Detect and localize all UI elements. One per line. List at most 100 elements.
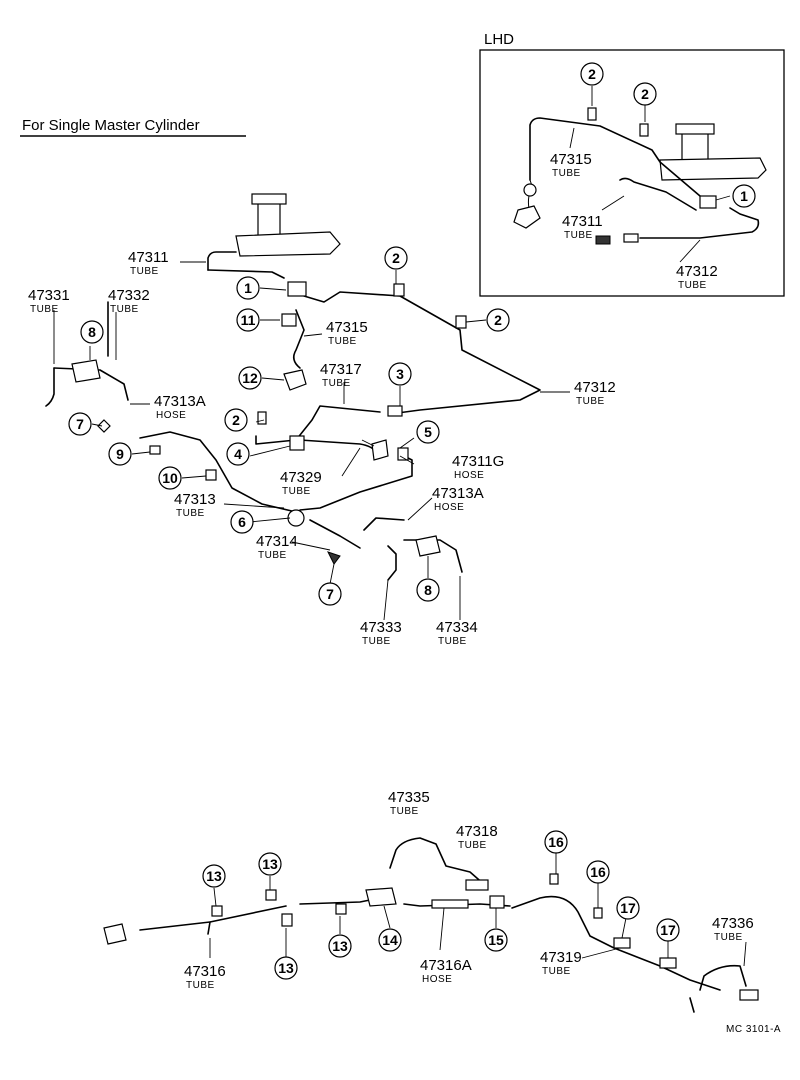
callout-c12 xyxy=(238,366,262,390)
callout-c13c xyxy=(328,934,352,958)
label-47313-desc: TUBE xyxy=(176,508,205,519)
label-47334-desc: TUBE xyxy=(438,636,467,647)
label-i47311-number: 47311 xyxy=(562,213,603,230)
label-47315-number: 47315 xyxy=(326,319,368,336)
callout-c16b-number: 16 xyxy=(590,864,606,880)
callout-c14 xyxy=(378,928,402,952)
callout-c3 xyxy=(388,362,412,386)
callout-c13a-number: 13 xyxy=(206,868,222,884)
callout-c2c xyxy=(224,408,248,432)
label-47311G-number: 47311G xyxy=(452,453,504,470)
label-47312-desc: TUBE xyxy=(576,396,605,407)
inset-frame xyxy=(479,49,785,297)
label-47316A-number: 47316A xyxy=(420,957,472,974)
callout-c15-number: 15 xyxy=(488,932,504,948)
label-47317-desc: TUBE xyxy=(322,378,351,389)
label-47311-number: 47311 xyxy=(128,249,169,266)
callout-c9-number: 9 xyxy=(116,446,124,462)
label-i47312-desc: TUBE xyxy=(678,280,707,291)
label-47334-number: 47334 xyxy=(436,619,478,636)
callout-c13a xyxy=(202,864,226,888)
callout-i2b-number: 2 xyxy=(641,86,649,102)
label-47332-desc: TUBE xyxy=(110,304,139,315)
callout-i1 xyxy=(732,184,756,208)
callout-c13b xyxy=(258,852,282,876)
label-47316-number: 47316 xyxy=(184,963,226,980)
label-47336-number: 47336 xyxy=(712,915,754,932)
callout-c6 xyxy=(230,510,254,534)
master-cylinder xyxy=(235,193,341,257)
rear-flex-hose xyxy=(431,899,469,909)
callout-c13c-number: 13 xyxy=(332,938,348,954)
callout-c17b xyxy=(656,918,680,942)
callout-c15 xyxy=(484,928,508,952)
callout-i2a xyxy=(580,62,604,86)
label-i47311-desc: TUBE xyxy=(564,230,593,241)
label-i47315-desc: TUBE xyxy=(552,168,581,179)
callout-c11-number: 11 xyxy=(241,312,256,328)
callout-c13d-number: 13 xyxy=(278,960,294,976)
union-fitting xyxy=(287,281,307,297)
inset-master-cylinder xyxy=(659,123,767,181)
callout-c16b xyxy=(586,860,610,884)
callout-c16a xyxy=(544,830,568,854)
callout-c14-number: 14 xyxy=(382,932,398,948)
diagram-code: MC 3101-A xyxy=(726,1024,781,1035)
label-47311G-desc: HOSE xyxy=(454,470,484,481)
label-47332-number: 47332 xyxy=(108,287,150,304)
callout-c16a-number: 16 xyxy=(548,834,564,850)
label-47318-desc: TUBE xyxy=(458,840,487,851)
rear-union-block xyxy=(365,887,397,907)
callout-c2b xyxy=(486,308,510,332)
callout-c7b xyxy=(318,582,342,606)
callout-c5-number: 5 xyxy=(424,424,432,440)
callout-c13b-number: 13 xyxy=(262,856,278,872)
label-47313A-hose-2-number: 47313A xyxy=(432,485,484,502)
callout-c1a xyxy=(236,276,260,300)
label-47313-number: 47313 xyxy=(174,491,216,508)
label-47311-desc: TUBE xyxy=(130,266,159,277)
label-47315-desc: TUBE xyxy=(328,336,357,347)
label-47329-number: 47329 xyxy=(280,469,322,486)
label-47313A-hose-1-number: 47313A xyxy=(154,393,206,410)
callout-c6-number: 6 xyxy=(238,514,246,530)
label-47314-number: 47314 xyxy=(256,533,298,550)
label-i47315-number: 47315 xyxy=(550,151,592,168)
callout-c17a xyxy=(616,896,640,920)
label-47319-desc: TUBE xyxy=(542,966,571,977)
callout-c8a xyxy=(80,320,104,344)
callout-i2b xyxy=(633,82,657,106)
callout-c11 xyxy=(236,308,260,332)
callout-c17b-number: 17 xyxy=(660,922,676,938)
callout-c8b xyxy=(416,578,440,602)
callout-i2a-number: 2 xyxy=(588,66,596,82)
callout-c7a-number: 7 xyxy=(76,416,84,432)
callout-c13d xyxy=(274,956,298,980)
callout-c8b-number: 8 xyxy=(424,582,432,598)
callout-c4 xyxy=(226,442,250,466)
callout-c8a-number: 8 xyxy=(88,324,96,340)
callout-c9 xyxy=(108,442,132,466)
rear-diagram: 13 13 13 13 14 15 16 16 17 17 47335 TUBE… xyxy=(103,789,759,1013)
callout-c7a xyxy=(68,412,92,436)
label-47314-desc: TUBE xyxy=(258,550,287,561)
label-47318-number: 47318 xyxy=(456,823,498,840)
inset-valve xyxy=(513,205,541,229)
label-47333-desc: TUBE xyxy=(362,636,391,647)
callout-c4-number: 4 xyxy=(234,446,242,462)
callout-c12-number: 12 xyxy=(242,370,258,386)
callout-c7b-number: 7 xyxy=(326,586,334,602)
inset-union-fitting xyxy=(699,195,717,209)
label-47335-desc: TUBE xyxy=(390,806,419,817)
label-47336-desc: TUBE xyxy=(714,932,743,943)
label-i47312-number: 47312 xyxy=(676,263,718,280)
label-47333-number: 47333 xyxy=(360,619,402,636)
callout-c2b-number: 2 xyxy=(494,312,502,328)
callout-c2a xyxy=(384,246,408,270)
label-47313A-hose-1-desc: HOSE xyxy=(156,410,186,421)
main-diagram: 1 2 2 11 12 3 2 4 5 8 7 9 10 6 7 8 47311… xyxy=(28,193,616,647)
lhd-inset: LHD 2 2 1 47315 TUBE xyxy=(479,31,785,297)
callout-c5 xyxy=(416,420,440,444)
callout-c17a-number: 17 xyxy=(620,900,636,916)
